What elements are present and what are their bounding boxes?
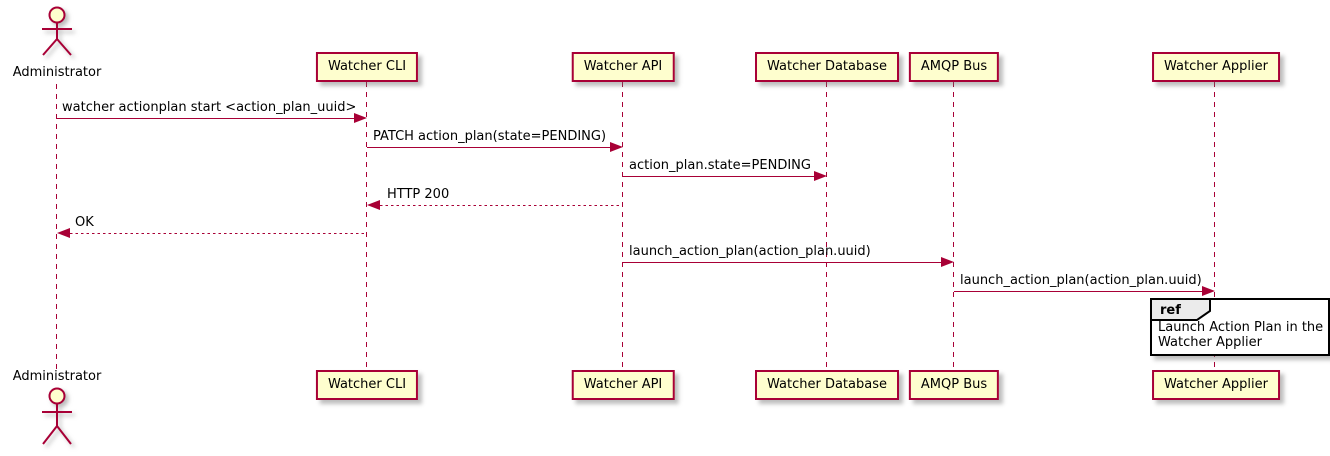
participant-amqp-bus-top: AMQP Bus bbox=[908, 52, 1000, 82]
message-line bbox=[623, 176, 814, 177]
participant-watcher-api-bottom: Watcher API bbox=[571, 370, 675, 400]
arrowhead-right-icon bbox=[354, 113, 367, 123]
ref-text-line: Watcher Applier bbox=[1158, 335, 1262, 350]
message-label: launch_action_plan(action_plan.uuid) bbox=[629, 244, 871, 259]
message-label: watcher actionplan start <action_plan_uu… bbox=[62, 100, 357, 115]
message-label: PATCH action_plan(state=PENDING) bbox=[373, 129, 607, 144]
participant-watcher-cli-top: Watcher CLI bbox=[315, 52, 419, 82]
lifeline-watcher-api bbox=[622, 82, 623, 370]
lifeline-watcher-cli bbox=[366, 82, 367, 370]
ref-keyword: ref bbox=[1160, 303, 1181, 318]
arrowhead-right-icon bbox=[610, 142, 623, 152]
participant-administrator-bottom: Administrator bbox=[12, 369, 102, 384]
participant-watcher-applier-top: Watcher Applier bbox=[1152, 52, 1280, 82]
participant-watcher-api-top: Watcher API bbox=[571, 52, 675, 82]
arrowhead-right-icon bbox=[814, 171, 827, 181]
message-label: HTTP 200 bbox=[387, 187, 450, 202]
lifeline-amqp-bus bbox=[953, 82, 954, 370]
message-label: OK bbox=[75, 215, 94, 230]
lifeline-watcher-applier bbox=[1214, 82, 1215, 370]
actor-icon-administrator-top bbox=[42, 6, 72, 56]
message-line bbox=[70, 233, 367, 234]
arrowhead-left-icon bbox=[57, 228, 70, 238]
ref-text-line: Launch Action Plan in the bbox=[1158, 320, 1324, 335]
ref-fragment: ref Launch Action Plan in the Watcher Ap… bbox=[1150, 298, 1330, 356]
lifeline-administrator bbox=[56, 84, 57, 369]
arrowhead-left-icon bbox=[367, 200, 380, 210]
participant-administrator-top: Administrator bbox=[12, 65, 102, 80]
lifeline-watcher-database bbox=[826, 82, 827, 370]
participant-watcher-database-bottom: Watcher Database bbox=[755, 370, 899, 400]
participant-amqp-bus-bottom: AMQP Bus bbox=[908, 370, 1000, 400]
participant-watcher-cli-bottom: Watcher CLI bbox=[315, 370, 419, 400]
message-line bbox=[57, 118, 354, 119]
message-label: launch_action_plan(action_plan.uuid) bbox=[960, 273, 1202, 288]
arrowhead-right-icon bbox=[1202, 286, 1215, 296]
ref-body: Launch Action Plan in the Watcher Applie… bbox=[1152, 319, 1328, 354]
ref-header-pentagon: ref bbox=[1150, 298, 1211, 321]
arrowhead-right-icon bbox=[941, 257, 954, 267]
message-line bbox=[380, 205, 623, 206]
participant-watcher-database-top: Watcher Database bbox=[755, 52, 899, 82]
message-label: action_plan.state=PENDING bbox=[629, 158, 811, 173]
message-line bbox=[367, 147, 610, 148]
message-line bbox=[623, 262, 941, 263]
message-line bbox=[954, 291, 1202, 292]
actor-icon-administrator-bottom bbox=[42, 387, 72, 445]
participant-watcher-applier-bottom: Watcher Applier bbox=[1152, 370, 1280, 400]
